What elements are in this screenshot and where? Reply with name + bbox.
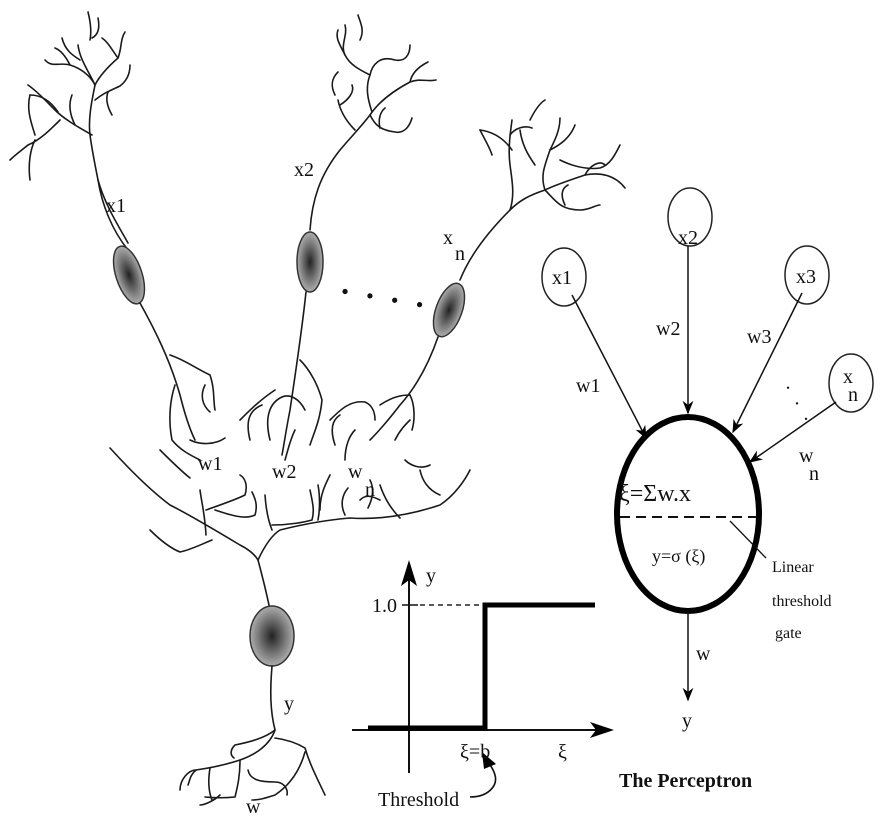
input-node-x1 [541, 247, 587, 307]
synapse-weight-1: w1 [198, 453, 222, 475]
neuron-n-input-label: x [443, 227, 453, 249]
weight-label-wn-subscript: n [809, 463, 819, 485]
neuron-2-input-label: x2 [294, 159, 314, 181]
threshold-arrow-head-icon [482, 752, 496, 769]
step-y-label: y [426, 565, 436, 587]
inputs-ellipsis: . . . [782, 378, 824, 428]
synaptic-web [109, 354, 471, 561]
weight-label-w3: w3 [747, 326, 771, 348]
biological-output-label: y [284, 693, 294, 715]
y-axis-arrow-icon [401, 560, 417, 586]
neuron-n-soma [432, 282, 466, 338]
output-neuron-soma [249, 605, 295, 667]
x-axis-arrow-icon [590, 722, 614, 738]
dendrite-tree-2 [309, 14, 437, 231]
biological-output-weight: w [246, 796, 261, 818]
step-x-tick-label: ξ=b [460, 741, 490, 763]
input-node-x3 [784, 245, 830, 305]
axon-terminals [179, 729, 326, 806]
threshold-label: Threshold [378, 789, 459, 811]
perceptron-title: The Perceptron [619, 770, 752, 792]
output-label: y [682, 710, 692, 732]
neuron-ellipsis: • • • • [339, 278, 431, 318]
synapse-weight-n-subscript: n [365, 479, 375, 501]
connection-xn [748, 401, 837, 463]
gate-label-line-3: gate [775, 625, 802, 642]
weight-label-w1: w1 [576, 375, 600, 397]
input-label-x3: x3 [796, 266, 816, 288]
neuron-1-input-label: x1 [106, 195, 126, 217]
weight-label-w2: w2 [656, 318, 680, 340]
step-curve [368, 602, 595, 731]
input-label-x2: x2 [678, 227, 698, 249]
step-function-graph: y 1.0 ξ=b ξ Threshold [352, 560, 614, 811]
dendrite-tree-1 [9, 11, 131, 244]
perceptron-model: x1 x2 x3 x n w1 w2 w3 w n . . . ξ=Σw.x y… [541, 187, 874, 792]
activation-formula: y=σ (ξ) [652, 546, 705, 567]
connection-x3 [732, 292, 803, 434]
output-weight-label: w [696, 643, 711, 665]
input-label-xn-subscript: n [848, 384, 858, 406]
sum-formula: ξ=Σw.x [619, 481, 691, 507]
neuron-2-soma [296, 231, 324, 293]
dendrite-tree-n [459, 99, 626, 281]
neuron-1-soma [112, 245, 146, 305]
gate-pointer [729, 520, 767, 559]
neuron-n-input-subscript: n [455, 243, 465, 265]
input-node-x2 [667, 187, 713, 247]
gate-label-line-1: Linear [772, 559, 814, 576]
perceptron-neuron [614, 414, 762, 614]
threshold-arrow [469, 761, 497, 798]
synapse-weight-2: w2 [272, 461, 296, 483]
input-label-xn: x [843, 366, 853, 388]
step-x-label: ξ [558, 741, 567, 763]
connection-x1 [571, 294, 647, 440]
input-node-xn [828, 353, 874, 413]
synapse-weight-n: w [348, 461, 363, 483]
gate-label-line-2: threshold [772, 593, 832, 610]
step-y-tick-label: 1.0 [372, 595, 397, 617]
weight-label-wn: w [799, 445, 814, 467]
input-label-x1: x1 [552, 267, 572, 289]
biological-neuron: x1 x2 x n • • • • w1 w2 w n y w [9, 11, 626, 818]
